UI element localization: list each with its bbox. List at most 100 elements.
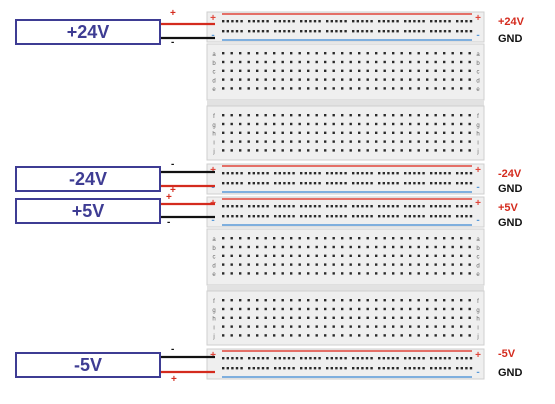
terminal-hole: [222, 254, 225, 257]
row-letter: d: [476, 78, 479, 84]
row-letter: c: [477, 255, 480, 261]
rail-hole: [257, 357, 260, 360]
terminal-hole: [443, 272, 446, 275]
terminal-hole: [281, 237, 284, 240]
rail-hole: [326, 367, 329, 370]
rail-hole: [266, 172, 269, 175]
terminal-hole: [281, 307, 284, 311]
terminal-hole: [451, 254, 454, 257]
terminal-hole: [451, 114, 454, 117]
terminal-hole: [230, 140, 233, 143]
rail-hole: [344, 172, 347, 175]
rail-hole: [469, 205, 473, 208]
terminal-hole: [468, 131, 471, 134]
terminal-hole: [315, 60, 318, 64]
terminal-hole: [400, 52, 403, 55]
terminal-hole: [264, 245, 267, 249]
rail-hole: [361, 357, 364, 360]
terminal-hole: [264, 87, 267, 90]
rail-hole: [274, 205, 277, 208]
terminal-hole: [290, 122, 293, 126]
terminal-hole: [341, 237, 344, 240]
terminal-hole: [392, 78, 395, 81]
rail-hole: [240, 172, 243, 175]
rail-hole: [352, 367, 355, 370]
terminal-hole: [400, 254, 403, 257]
terminal-hole: [460, 299, 463, 302]
rail-hole: [422, 30, 425, 33]
terminal-hole: [307, 325, 310, 328]
terminal-hole: [434, 131, 437, 134]
rail-hole: [370, 357, 373, 360]
rail-hole: [339, 205, 343, 208]
terminal-hole: [392, 122, 395, 126]
terminal-hole: [247, 325, 250, 328]
rail-hole: [382, 367, 385, 370]
row-letter: b: [476, 61, 480, 67]
terminal-hole: [451, 149, 454, 152]
terminal-hole: [366, 149, 369, 152]
rail-hole: [339, 215, 343, 218]
terminal-hole: [247, 272, 250, 275]
rail-hole: [313, 357, 317, 360]
terminal-hole: [358, 307, 361, 311]
rail-hole: [413, 172, 416, 175]
rail-plus-symbol: +: [210, 350, 216, 361]
rail-hole: [309, 172, 312, 175]
rail-hole: [356, 205, 359, 208]
rail-hole: [448, 215, 451, 218]
rail-hole: [313, 182, 317, 185]
rail-hole: [434, 172, 437, 175]
terminal-hole: [307, 131, 310, 134]
rail-hole: [287, 357, 291, 360]
terminal-hole: [307, 263, 310, 266]
terminal-strip-1a: [206, 43, 485, 101]
terminal-hole: [426, 52, 429, 55]
terminal-hole: [443, 149, 446, 152]
terminal-hole: [315, 69, 318, 72]
rail-hole: [309, 205, 312, 208]
terminal-hole: [281, 114, 284, 117]
rail-hole: [335, 182, 338, 185]
terminal-hole: [409, 245, 412, 249]
terminal-hole: [256, 52, 259, 55]
rail-hole: [404, 172, 407, 175]
terminal-hole: [332, 60, 335, 64]
terminal-hole: [443, 140, 446, 143]
terminal-hole: [290, 78, 293, 81]
terminal-hole: [307, 60, 310, 64]
rail-hole: [456, 172, 459, 175]
terminal-hole: [332, 245, 335, 249]
rail-hole: [248, 30, 251, 33]
rail-hole: [396, 20, 399, 23]
terminal-hole: [315, 149, 318, 152]
terminal-hole: [366, 334, 369, 337]
terminal-hole: [222, 237, 225, 240]
rail-hole: [404, 205, 407, 208]
terminal-hole: [264, 254, 267, 257]
terminal-hole: [315, 299, 318, 302]
terminal-hole: [349, 245, 352, 249]
terminal-hole: [273, 325, 276, 328]
rail-minus-symbol: -: [211, 30, 214, 41]
terminal-hole: [417, 87, 420, 90]
terminal-hole: [358, 149, 361, 152]
terminal-hole: [332, 307, 335, 311]
row-letter: a: [476, 237, 480, 243]
rail-hole: [378, 30, 381, 33]
rail-hole: [318, 357, 321, 360]
terminal-hole: [383, 69, 386, 72]
terminal-hole: [281, 122, 284, 126]
terminal-hole: [426, 237, 429, 240]
terminal-hole: [451, 272, 454, 275]
terminal-hole: [400, 87, 403, 90]
terminal-hole: [324, 263, 327, 266]
rail-hole: [413, 30, 416, 33]
rail-hole: [330, 357, 333, 360]
terminal-hole: [434, 69, 437, 72]
terminal-hole: [400, 263, 403, 266]
terminal-hole: [307, 149, 310, 152]
rail-hole: [231, 367, 234, 370]
terminal-hole: [290, 131, 293, 134]
rail-hole: [378, 20, 381, 23]
